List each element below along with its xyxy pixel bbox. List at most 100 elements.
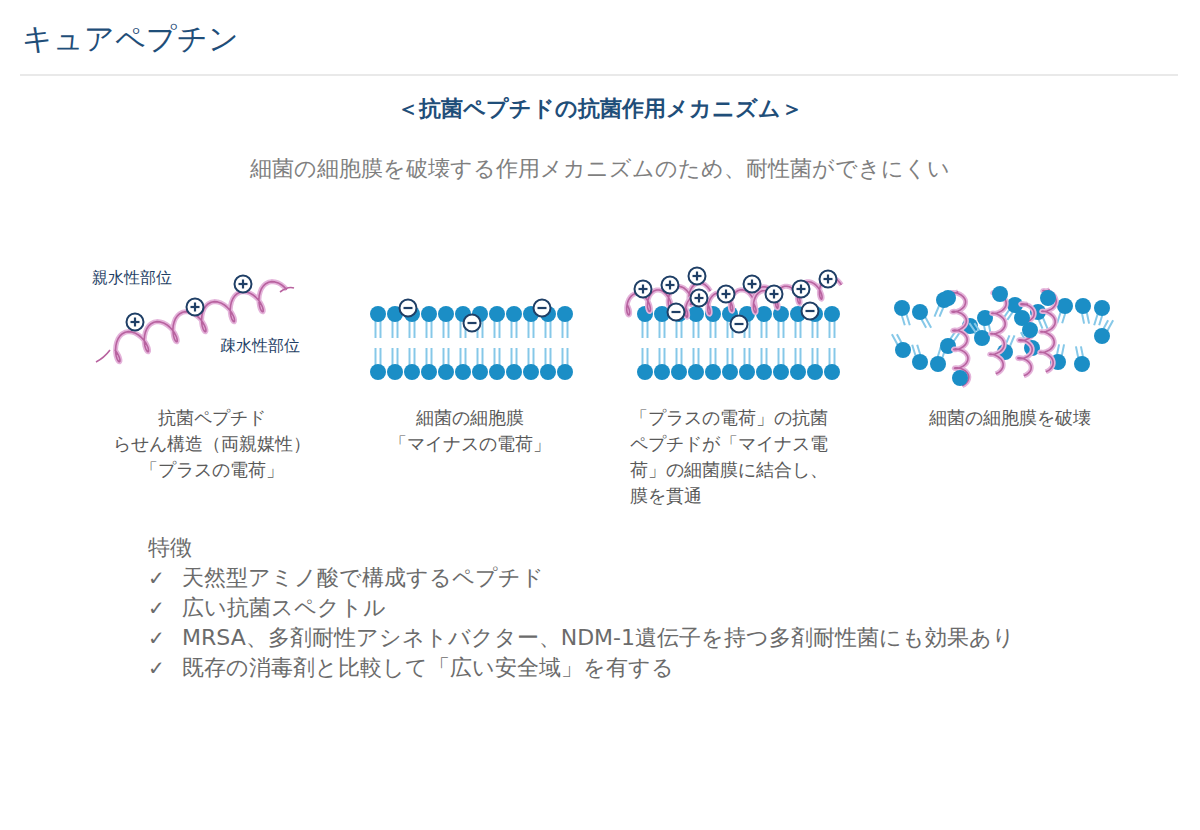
lipid-head [472, 364, 488, 380]
lipid-tail [460, 348, 462, 365]
lipid-head [756, 364, 772, 380]
lipid-head [438, 306, 454, 322]
lipid-tail [664, 348, 666, 365]
lipid-tail [812, 321, 814, 338]
peptide-bound-membrane [627, 268, 842, 381]
lipid-head [824, 364, 840, 380]
lipid-head [688, 364, 704, 380]
lipid-tail [778, 348, 780, 365]
lipid-tail [766, 321, 768, 338]
charge-sign [194, 303, 196, 312]
lipid-tail [431, 348, 433, 365]
part-label: 親水性部位 [92, 267, 172, 289]
lipid-tail [693, 321, 695, 338]
helix-edge [1040, 290, 1056, 372]
lipid-tail [710, 348, 712, 365]
check-mark: ✓ [148, 563, 165, 593]
lipid-tail [528, 321, 530, 338]
step-caption: 細菌の細胞膜を破壊 [929, 405, 1091, 431]
lipid-tail [676, 321, 678, 338]
lipid-tail [681, 348, 683, 365]
lipid-head [421, 306, 437, 322]
charge-sign [725, 290, 727, 299]
helix-edge [990, 292, 1006, 374]
lipid-head [540, 364, 556, 380]
lipid-tail [829, 321, 831, 338]
lipid-tail [482, 321, 484, 338]
check-mark: ✓ [148, 623, 165, 653]
lipid-tail [783, 321, 785, 338]
lipid-tail [727, 348, 729, 365]
part-label: 疎水性部位 [220, 335, 300, 357]
lipid-tail [375, 348, 377, 365]
check-mark: ✓ [148, 593, 165, 623]
lipid-head [756, 306, 772, 322]
lipid-tail [659, 348, 661, 365]
plus-charge [127, 314, 144, 331]
lipid-tail [681, 321, 683, 338]
lipid-head [421, 364, 437, 380]
feature-heading: 特徴 [148, 533, 192, 563]
charge-sign [538, 307, 547, 309]
lipid-head [930, 356, 946, 372]
step-caption: 「プラスの電荷」の抗菌ペプチドが「マイナス電荷」の細菌膜に結合し、膜を貫通 [630, 405, 833, 509]
lipid-head [654, 364, 670, 380]
plus-charge [187, 299, 204, 316]
helix-tail [96, 350, 110, 362]
lipid-head [370, 306, 386, 322]
lipid-head [671, 364, 687, 380]
lipid-head [807, 364, 823, 380]
lipid-tail [511, 348, 513, 365]
lipid-tail [800, 321, 802, 338]
lipid-tail [414, 348, 416, 365]
plus-charge [793, 281, 810, 298]
caption-line: 「プラスの電荷」 [113, 457, 311, 483]
lipid-tail [494, 321, 496, 338]
lipid-tail [397, 348, 399, 365]
lipid-head [489, 364, 505, 380]
lipid-head [912, 304, 928, 320]
lipid-tail [766, 348, 768, 365]
lipid-tail [516, 348, 518, 365]
lipid-head [824, 306, 840, 322]
helix-ribbon [990, 292, 1006, 374]
lipid-tail [550, 348, 552, 365]
lipid-head [705, 364, 721, 380]
lipid-tail [380, 321, 382, 338]
caption-line: 「マイナスの電荷」 [389, 431, 551, 457]
plus-charge [689, 268, 706, 285]
plus-charge [820, 271, 837, 288]
lipid-tail [783, 348, 785, 365]
section-heading: ＜抗菌ペプチドの抗菌作用メカニズム＞ [397, 94, 803, 125]
lipid-head [455, 364, 471, 380]
lipid-tail [749, 321, 751, 338]
lipid-head [974, 330, 990, 346]
charge-sign [806, 310, 815, 312]
lipid-tail [795, 321, 797, 338]
lipid-head [489, 306, 505, 322]
disrupted-membrane [892, 286, 1113, 386]
lipid-tail [545, 348, 547, 365]
lipid-tail [647, 348, 649, 365]
lipid-head [370, 364, 386, 380]
charge-sign [735, 323, 744, 325]
lipid-tail [431, 321, 433, 338]
caption-line: 細菌の細胞膜 [389, 405, 551, 431]
lipid-tail [795, 348, 797, 365]
lipid-tail [567, 348, 569, 365]
lipid-head [1022, 322, 1038, 338]
lipid-tail [380, 348, 382, 365]
lipid-tail [834, 321, 836, 338]
lipid-head [773, 364, 789, 380]
lipid-head [404, 364, 420, 380]
feature-item: 天然型アミノ酸で構成するペプチド [182, 563, 544, 593]
lipid-tail [397, 321, 399, 338]
lipid-head [387, 364, 403, 380]
caption-line: らせん構造（両親媒性） [113, 431, 311, 457]
lipid-head [1057, 298, 1073, 314]
lipid-tail [664, 321, 666, 338]
lipid-tail [693, 348, 695, 365]
lipid-tail [761, 348, 763, 365]
charge-sign [751, 280, 753, 289]
lipid-tail [528, 348, 530, 365]
